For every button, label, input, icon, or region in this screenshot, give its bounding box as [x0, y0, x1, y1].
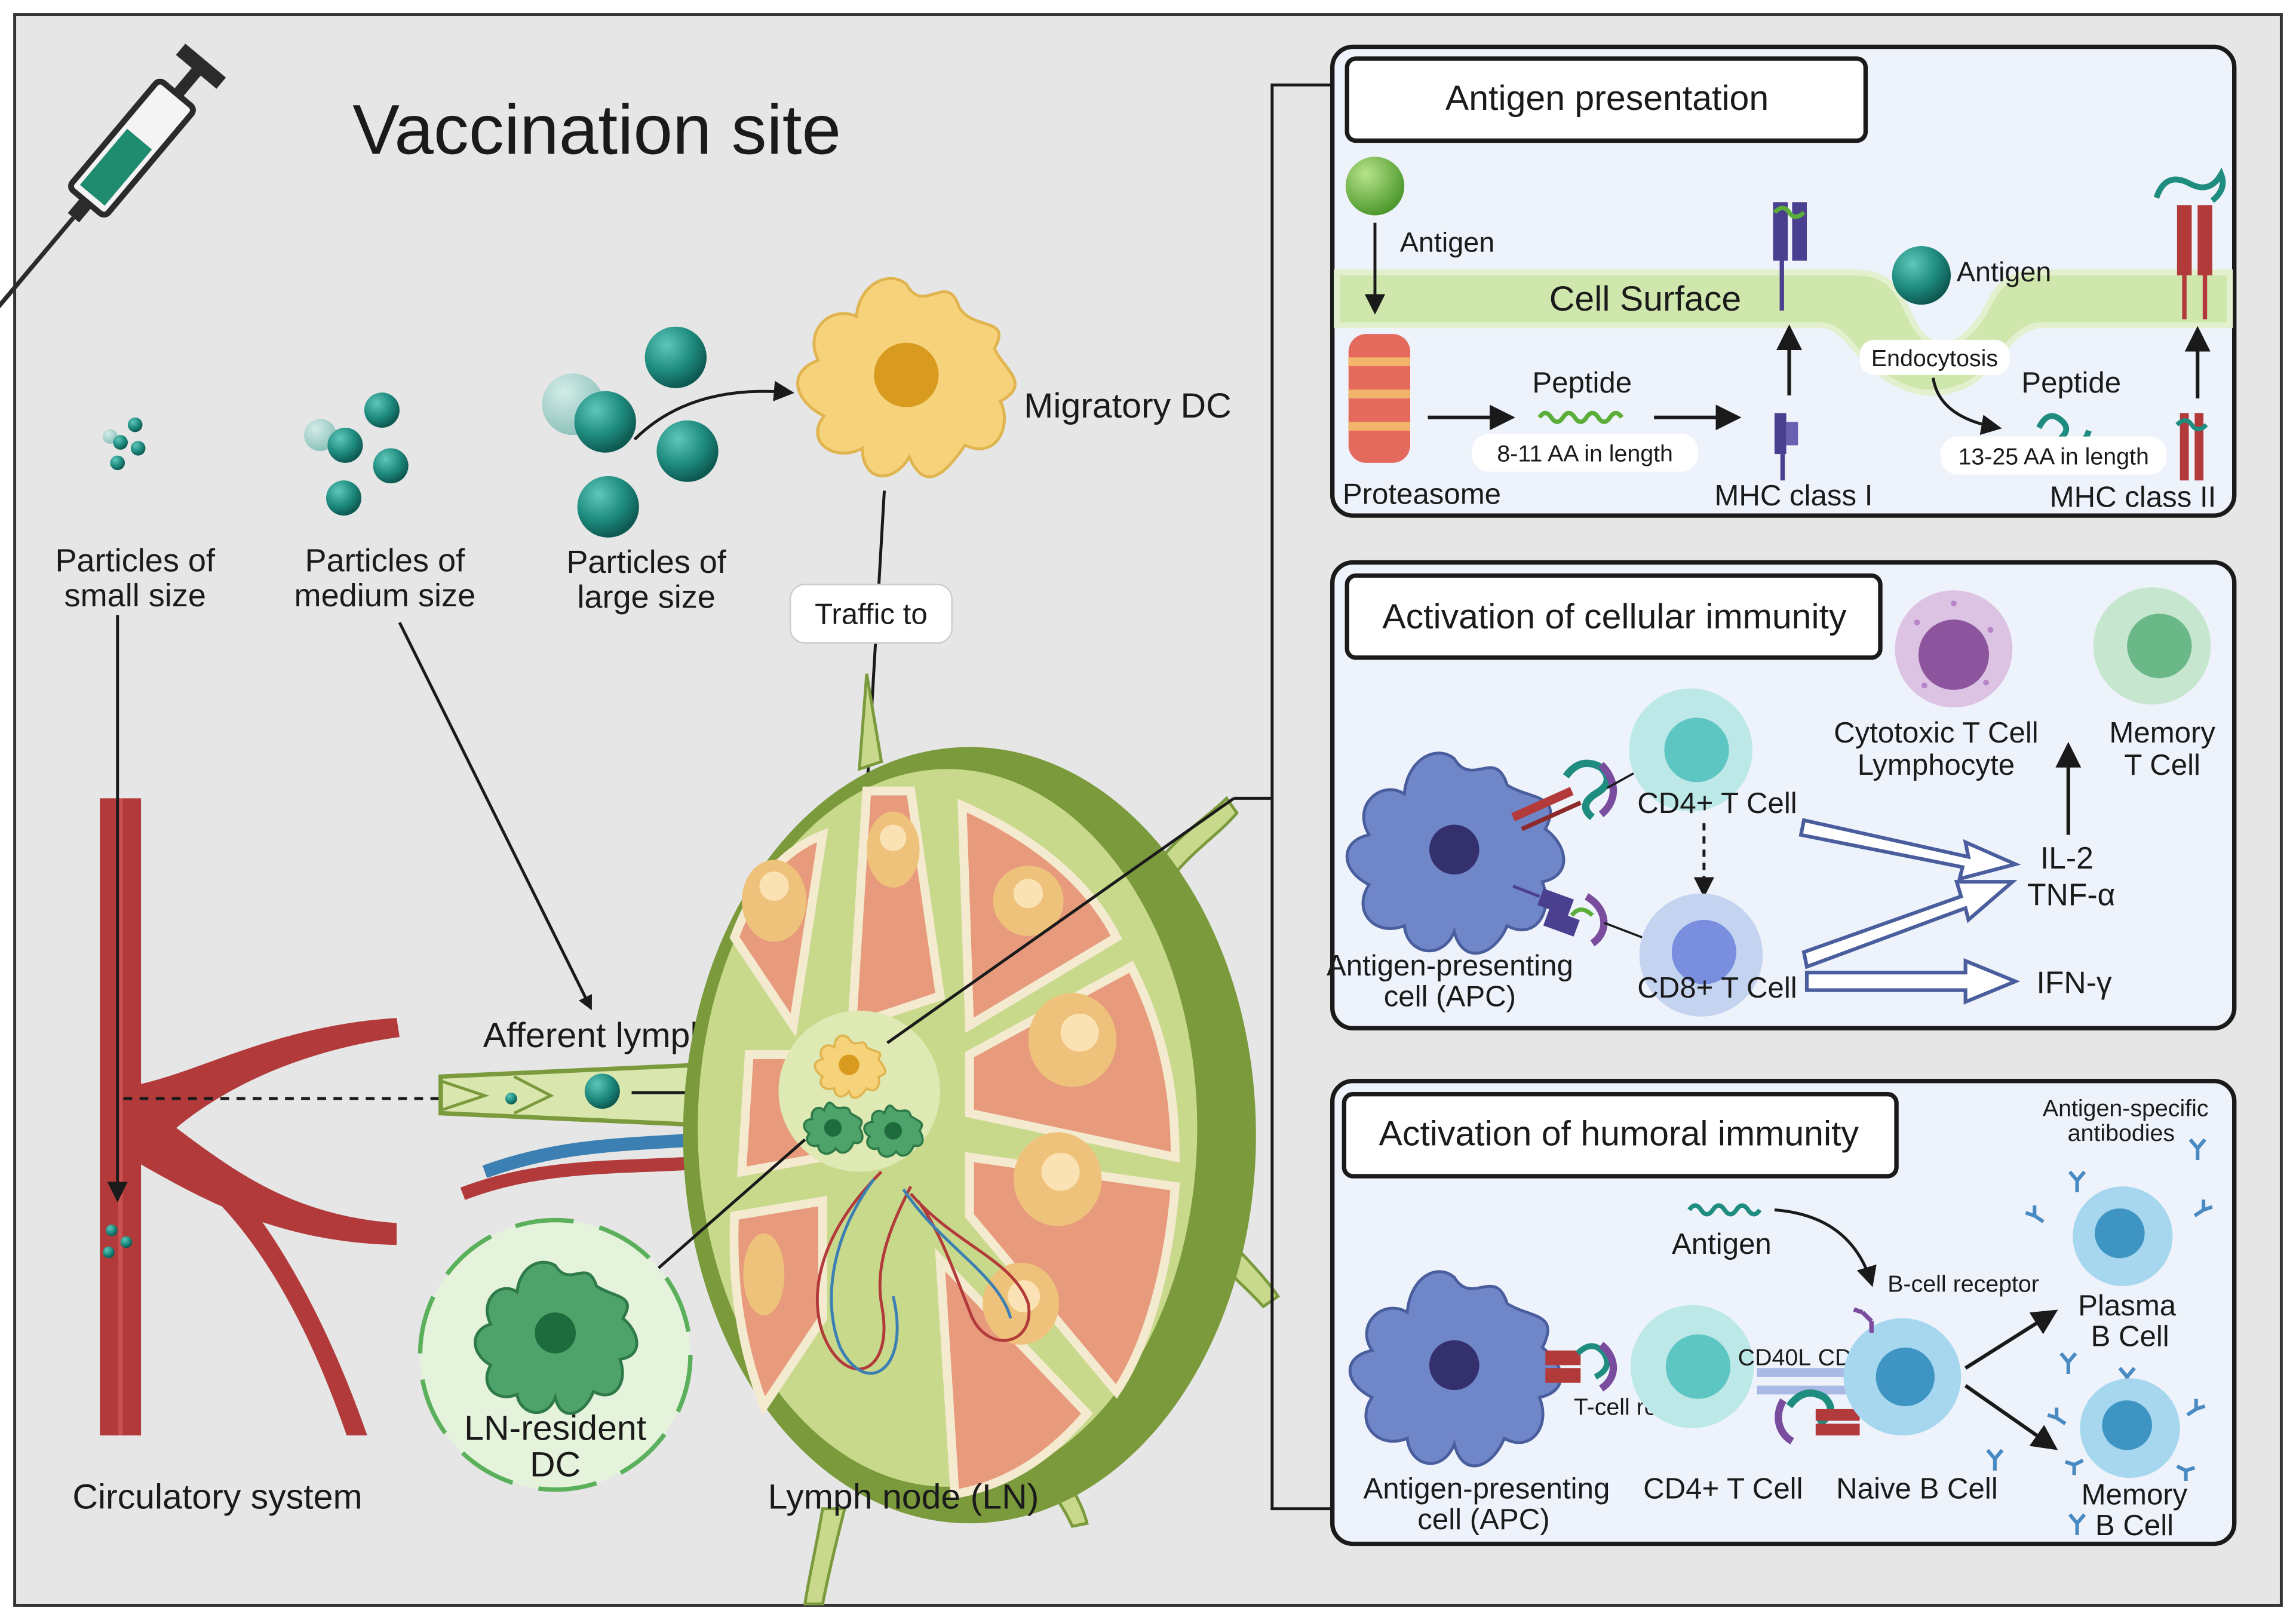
label-memory-b-2: B Cell [2095, 1509, 2174, 1542]
panel-bracket [1270, 83, 1333, 1511]
panel-humoral-immunity: Activation of humoral immunity Antigen-s… [1330, 1078, 2237, 1547]
syringe-icon [0, 44, 226, 320]
label-afferent-lymph: Afferent lymph [483, 1016, 710, 1055]
panel-antigen-title: Antigen presentation [1445, 79, 1769, 118]
label-naive-b: Naive B Cell [1836, 1473, 1998, 1505]
plasma-b-cell-icon [2073, 1186, 2173, 1286]
label-ln-resident-dc-1: LN-resident [464, 1409, 646, 1447]
mhc-class2-icon [2153, 167, 2226, 481]
cd4-t-cell-icon-humoral [1630, 1305, 1754, 1428]
label-cd40l: CD40L [1738, 1344, 1811, 1370]
small-particles [103, 417, 146, 471]
label-antibodies-2: antibodies [2068, 1120, 2175, 1146]
label-migratory-dc: Migratory DC [1024, 386, 1232, 425]
label-particles-large-1: Particles of [566, 544, 727, 580]
migratory-dc-icon [796, 277, 1017, 478]
label-peptide-left-length: 8-11 AA in length [1497, 440, 1673, 467]
afferent-lymph-vessel [438, 1059, 786, 1130]
label-bcr: B-cell receptor [1887, 1271, 2039, 1297]
antigen-green-icon [1345, 157, 1405, 216]
label-antigen-right: Antigen [1957, 256, 2051, 287]
memory-b-cell-icon [2080, 1378, 2180, 1478]
blood-vessel-icon [100, 798, 400, 1436]
panel-antigen-presentation: Antigen presentation Cell Surface Antige… [1330, 44, 2237, 518]
label-antigen-humoral: Antigen [1672, 1228, 1772, 1260]
cd8-t-cell-icon [1639, 893, 1763, 1017]
large-particles [542, 326, 719, 538]
label-apc-cellular-2: cell (APC) [1384, 981, 1516, 1013]
label-cd4-cellular: CD4+ T Cell [1637, 787, 1797, 820]
receptor-complex-humoral [1545, 1342, 1617, 1392]
ln-resident-dc-icon [418, 1217, 693, 1492]
receptor-complex-cd8 [1512, 885, 1643, 947]
memory-t-cell-icon [2093, 587, 2211, 705]
label-plasma-2: B Cell [2091, 1321, 2169, 1353]
label-plasma-1: Plasma [2078, 1290, 2177, 1322]
antibody-icons [1986, 1138, 2213, 1535]
arrow-particles-to-dc [633, 381, 795, 441]
page-title: Vaccination site [352, 90, 841, 169]
label-mhc1: MHC class I [1714, 480, 1873, 512]
label-peptide-right-length: 13-25 AA in length [1959, 443, 2149, 470]
label-cytotoxic-1: Cytotoxic T Cell [1834, 717, 2039, 749]
connector-ln-to-panel [886, 797, 1235, 1044]
label-memory-t-2: T Cell [2124, 749, 2200, 781]
label-memory-b-1: Memory [2082, 1478, 2188, 1511]
label-circulatory-system: Circulatory system [72, 1478, 362, 1517]
label-peptide-left: Peptide [1532, 367, 1632, 399]
label-peptide-right: Peptide [2021, 367, 2121, 399]
arrow-cd4-to-cytokines [1798, 818, 2021, 882]
medium-particles [304, 392, 409, 516]
cd40-complex [1757, 1368, 1860, 1445]
naive-b-cell-icon [1843, 1307, 1962, 1436]
label-particles-medium-1: Particles of [305, 542, 466, 578]
panel-humoral-title: Activation of humoral immunity [1379, 1115, 1859, 1153]
label-cd8: CD8+ T Cell [1637, 972, 1797, 1004]
label-tnf: TNF-α [2027, 877, 2115, 912]
label-il2: IL-2 [2040, 840, 2094, 875]
arrow-medium-to-lymph [398, 622, 592, 1011]
label-antibodies-1: Antigen-specific [2043, 1096, 2209, 1122]
label-endocytosis: Endocytosis [1871, 345, 1998, 372]
label-cell-surface: Cell Surface [1549, 280, 1741, 318]
label-particles-small-2: small size [65, 578, 206, 613]
label-ln-resident-dc-2: DC [530, 1446, 581, 1484]
label-apc-cellular-1: Antigen-presenting [1327, 950, 1573, 982]
mhc-class1-icon [1773, 202, 1807, 481]
connector-resident-dc [645, 1138, 806, 1280]
label-memory-t-1: Memory [2109, 717, 2215, 749]
particles-in-blood [103, 1224, 133, 1259]
apc-icon-humoral [1348, 1270, 1563, 1468]
peptide-short-icon [1537, 410, 1624, 424]
arrow-cd8-to-ifn [1804, 958, 2021, 1005]
label-lymph-node: Lymph node (LN) [768, 1478, 1039, 1517]
label-traffic-to: Traffic to [815, 599, 928, 631]
proteasome-icon [1348, 334, 1410, 463]
label-ifn: IFN-γ [2037, 965, 2112, 1000]
label-apc-humoral-2: cell (APC) [1417, 1504, 1549, 1536]
lymph-node-icon [683, 673, 1281, 1606]
label-particles-small-1: Particles of [55, 542, 216, 578]
label-particles-medium-2: medium size [294, 578, 476, 613]
traffic-to-badge: Traffic to [789, 584, 953, 644]
label-particles-large-2: large size [577, 579, 716, 615]
label-cytotoxic-2: Lymphocyte [1858, 749, 2015, 781]
label-apc-humoral-1: Antigen-presenting [1363, 1473, 1610, 1505]
label-antigen-left: Antigen [1400, 227, 1494, 258]
arrow-cd8-to-tnf [1801, 880, 2018, 969]
label-mhc2: MHC class II [2050, 481, 2217, 513]
label-proteasome: Proteasome [1343, 478, 1501, 511]
antigen-humoral-icon [1687, 1203, 1762, 1217]
label-cd4-humoral: CD4+ T Cell [1643, 1473, 1803, 1505]
panel-cellular-title: Activation of cellular immunity [1382, 597, 1847, 636]
cd4-t-cell-icon-cellular [1629, 688, 1753, 812]
cytotoxic-t-cell-icon [1895, 590, 2013, 708]
receptor-complex-cd4 [1511, 759, 1634, 832]
apc-icon-cellular [1346, 751, 1566, 955]
panel-cellular-immunity: Activation of cellular immunity Cytotoxi… [1327, 560, 2237, 1031]
antigen-teal-icon [1892, 246, 1951, 305]
